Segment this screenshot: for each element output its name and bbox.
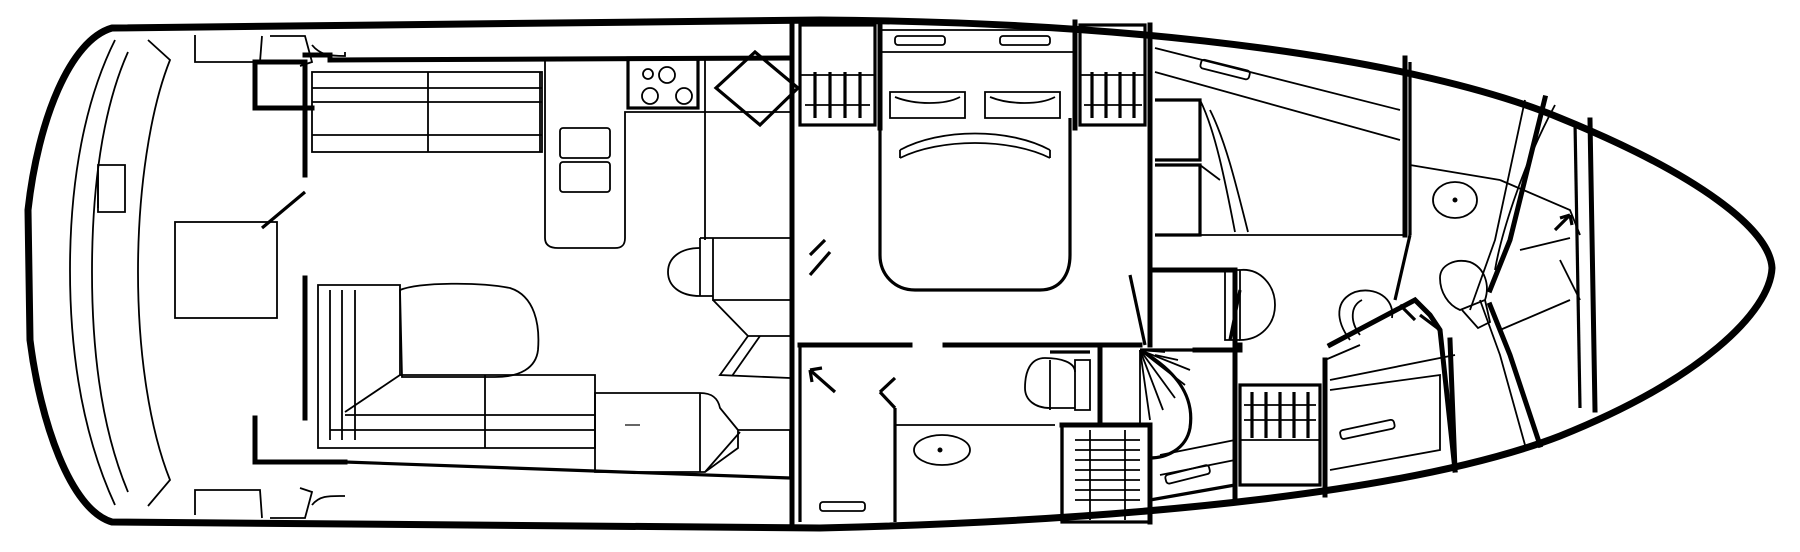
head-aft: [808, 342, 1153, 525]
interior-walls: [1049, 267, 1153, 410]
guest-stateroom: [1147, 22, 1408, 341]
stern-cockpit: [69, 35, 346, 519]
master-bed: [878, 91, 1072, 292]
galley: [544, 49, 801, 249]
hull-outline: [24, 16, 1776, 532]
lower-cabin: [1149, 337, 1458, 503]
mid-bulkhead: [789, 22, 1143, 525]
salon-bulkhead: [252, 52, 793, 480]
forepeak: [1469, 94, 1598, 449]
head-forward: [1326, 62, 1501, 473]
salon-settee-upper: [311, 71, 543, 153]
helm-station: [667, 237, 791, 379]
closets: [798, 19, 1147, 131]
